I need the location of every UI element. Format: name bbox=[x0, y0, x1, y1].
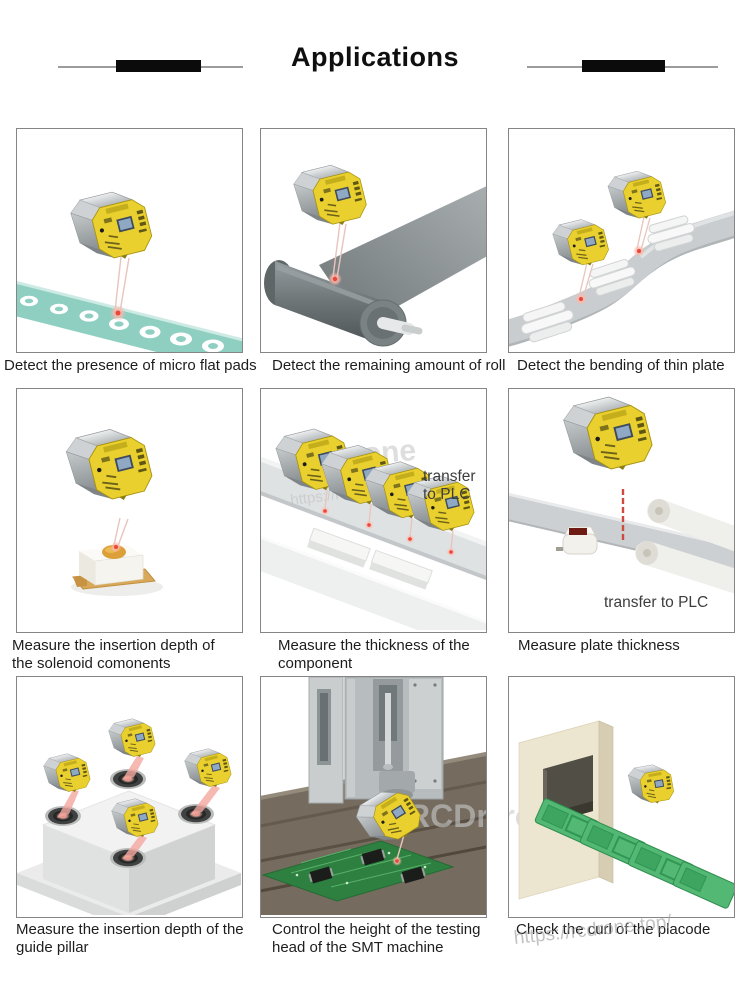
laser-sensor bbox=[62, 421, 157, 512]
placode-plates bbox=[534, 798, 734, 909]
roller bbox=[647, 499, 734, 552]
app-caption: Detect the remaining amount of roll bbox=[272, 357, 506, 374]
clamp-fixture bbox=[647, 215, 695, 252]
app-caption: Measure plate thickness bbox=[518, 637, 680, 654]
receiver-sensor bbox=[556, 526, 598, 555]
app-image-smt-machine: RCDrone bbox=[260, 676, 487, 918]
material-roll bbox=[264, 260, 423, 347]
material-sheet bbox=[319, 186, 486, 327]
laser-sensor bbox=[605, 165, 669, 227]
app-image-roll-remaining bbox=[260, 128, 487, 353]
app-image-placode-curl: RCDrone bbox=[508, 676, 735, 918]
laser-sensor bbox=[182, 744, 234, 794]
laser-sensor bbox=[41, 749, 93, 799]
title-decor-bar-right bbox=[582, 60, 665, 72]
scene-component-thickness: RCDrone https://rcdrone.top/ bbox=[261, 421, 486, 630]
app-caption: Detect the presence of micro flat pads bbox=[4, 357, 257, 374]
component-slab bbox=[369, 549, 433, 590]
app-image-component-thickness: RCDrone https://rcdrone.top/ bbox=[260, 388, 487, 633]
app-image-plate-thickness: transfer to PLC bbox=[508, 388, 735, 633]
laser-sensor bbox=[559, 389, 658, 482]
scene-thin-plate-bending bbox=[509, 165, 734, 347]
scene-roll-remaining bbox=[264, 158, 486, 347]
laser-beam bbox=[110, 256, 130, 321]
laser-beam bbox=[320, 489, 456, 557]
app-caption: Measure the insertion depth of the guide… bbox=[16, 921, 244, 956]
smd-component bbox=[71, 545, 163, 596]
scene-micro-flat-pads bbox=[17, 184, 242, 352]
roll-axle bbox=[377, 317, 423, 335]
page-title: Applications bbox=[290, 42, 459, 72]
app-image-solenoid-depth bbox=[16, 388, 243, 633]
laser-sensor bbox=[290, 158, 371, 235]
scene-placode-curl: RCDrone bbox=[509, 720, 734, 909]
conveyor-platform bbox=[261, 535, 486, 630]
laser-beam bbox=[328, 222, 347, 286]
overlay-transfer-line1: transfer bbox=[423, 468, 476, 485]
laser-sensor bbox=[67, 184, 157, 270]
app-caption: Control the height of the testing head o… bbox=[272, 921, 481, 956]
laser-beam bbox=[57, 756, 220, 859]
scene-smt-machine: RCDrone bbox=[261, 677, 486, 915]
laser-beam bbox=[575, 216, 651, 305]
laser-sensor bbox=[550, 214, 612, 274]
app-image-guide-pillar bbox=[16, 676, 243, 918]
app-image-thin-plate-bending bbox=[508, 128, 735, 353]
laser-beam bbox=[110, 517, 129, 553]
component-slab bbox=[307, 527, 371, 568]
scene-guide-pillar bbox=[17, 714, 241, 915]
overlay-transfer: transfer to PLC bbox=[604, 594, 708, 611]
overlay-transfer-line2: to PLC bbox=[423, 486, 470, 503]
app-caption: Detect the bending of thin plate bbox=[517, 357, 725, 374]
title-decor-bar-left bbox=[116, 60, 201, 72]
laser-sensor bbox=[626, 761, 676, 809]
clamp-fixture bbox=[588, 258, 636, 296]
roller bbox=[635, 541, 734, 594]
app-caption: Measure the thickness of the component bbox=[278, 637, 470, 672]
scene-plate-thickness: transfer to PLC bbox=[509, 389, 734, 611]
clamp-fixture bbox=[520, 301, 574, 343]
carrier-tape-strip bbox=[17, 280, 242, 352]
scene-solenoid-depth bbox=[62, 421, 163, 596]
flat-pads bbox=[20, 295, 224, 352]
pcb-board bbox=[261, 840, 455, 902]
app-caption: Check the curl of the placode bbox=[516, 921, 711, 938]
app-image-micro-flat-pads bbox=[16, 128, 243, 353]
laser-sensor bbox=[106, 714, 158, 764]
laser-beam bbox=[392, 834, 405, 866]
app-caption: Measure the insertion depth of the solen… bbox=[12, 637, 215, 672]
